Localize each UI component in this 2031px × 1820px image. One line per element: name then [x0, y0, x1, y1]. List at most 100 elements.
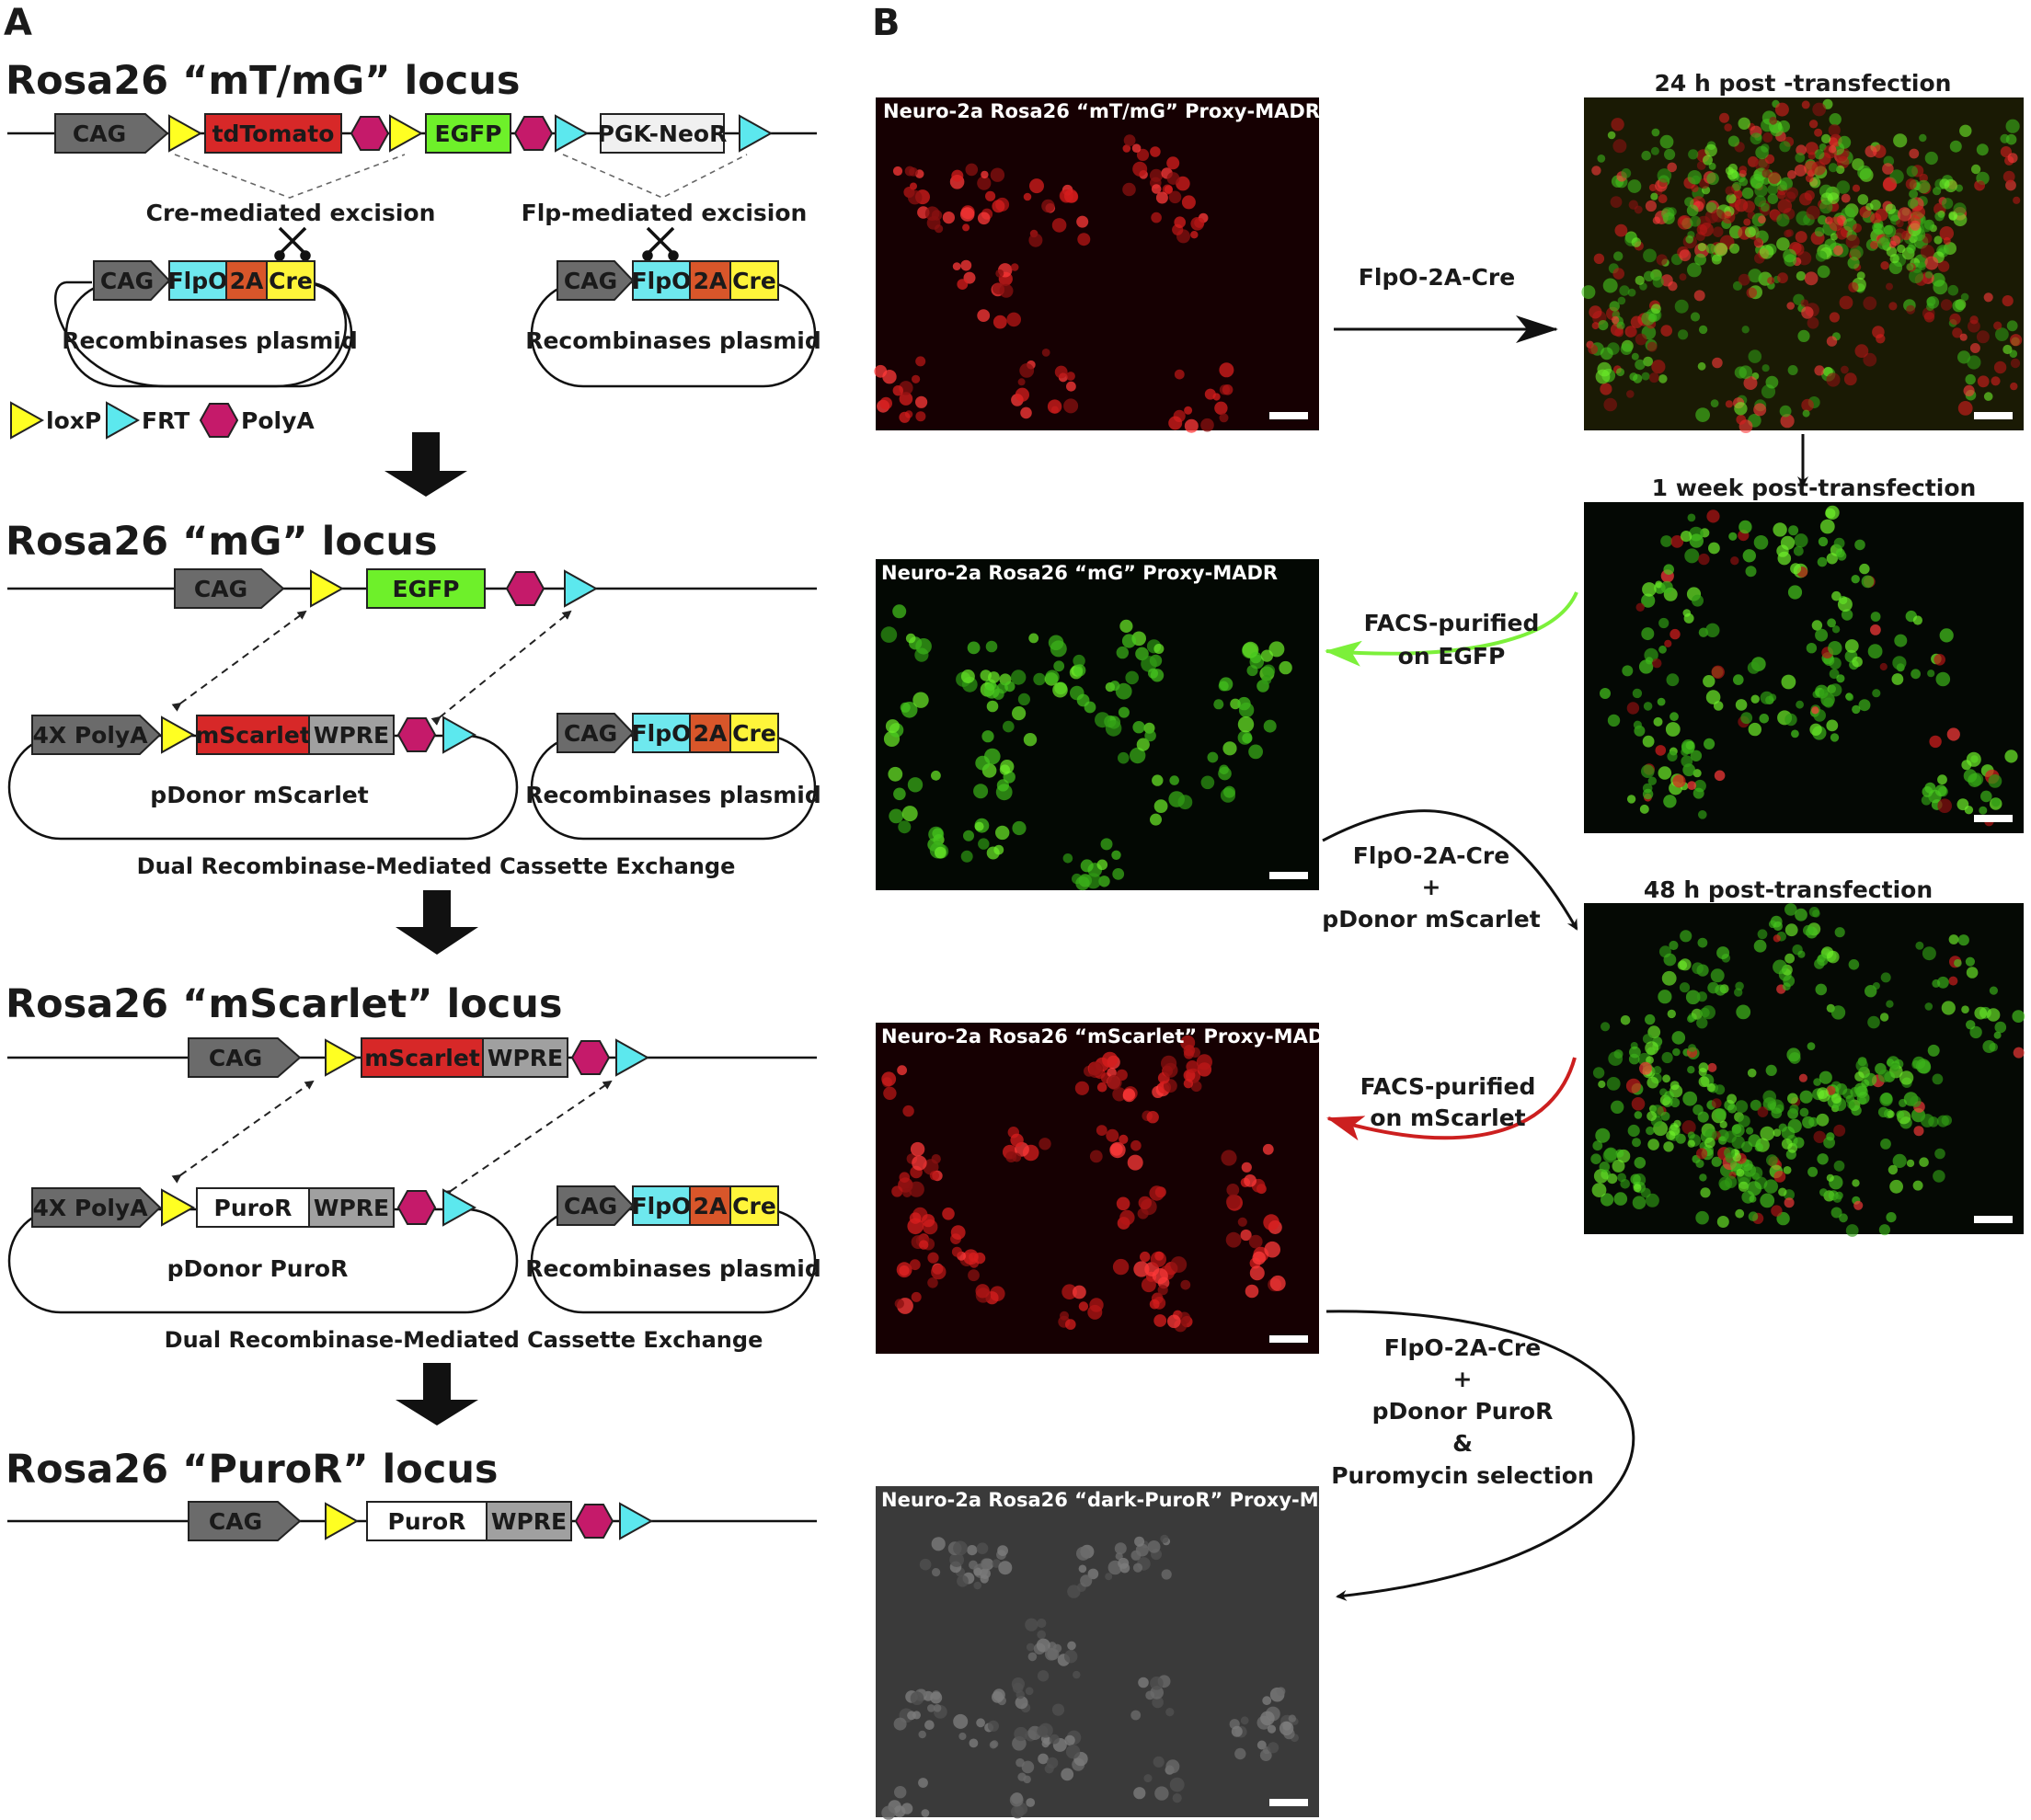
- cell-blob: [1854, 344, 1869, 359]
- cell-blob: [1698, 325, 1708, 335]
- cell-blob: [1743, 218, 1751, 226]
- cell-blob: [1105, 1573, 1113, 1581]
- cell-blob: [1724, 1130, 1737, 1143]
- cell-blob: [1012, 706, 1027, 721]
- down-arrow-icon: [396, 1363, 478, 1425]
- cell-blob: [1830, 1005, 1846, 1020]
- cell-blob: [1025, 1687, 1034, 1696]
- cell-blob: [1706, 172, 1719, 186]
- cell-blob: [1799, 1090, 1813, 1104]
- cell-blob: [908, 1181, 924, 1197]
- cell-blob: [1639, 804, 1649, 814]
- cell-blob: [1727, 1104, 1738, 1114]
- cell-blob: [1633, 720, 1642, 729]
- cell-blob: [1948, 934, 1959, 944]
- cell-blob: [1797, 329, 1810, 342]
- cell-blob: [1045, 1647, 1058, 1661]
- flpo-label: FlpO: [168, 268, 228, 294]
- cell-blob: [1652, 216, 1661, 224]
- puror-box: [366, 1501, 488, 1541]
- cell-blob: [1826, 336, 1838, 347]
- egfp-box: [366, 568, 486, 609]
- plasmid-label: Recombinases plasmid: [525, 327, 821, 354]
- cell-blob: [1581, 285, 1596, 300]
- loxp-site-icon: [161, 1188, 196, 1227]
- tdtomato-label: tdTomato: [212, 120, 335, 147]
- label-1week: 1 week post-transfection: [1652, 475, 1977, 501]
- cell-blob: [1806, 205, 1820, 220]
- cell-blob: [899, 1172, 911, 1183]
- cell-blob: [1263, 719, 1277, 733]
- cell-blob: [1800, 299, 1809, 308]
- polya-icon: [396, 1190, 437, 1225]
- cell-blob: [957, 1574, 969, 1587]
- cell-blob: [1936, 1115, 1949, 1127]
- cell-blob: [1934, 212, 1945, 222]
- cell-blob: [1065, 1745, 1081, 1759]
- polya-icon: [574, 1504, 614, 1539]
- cell-blob: [1716, 946, 1730, 960]
- cell-blob: [1873, 223, 1885, 235]
- cell-blob: [1643, 270, 1655, 281]
- cell-blob: [930, 1691, 943, 1704]
- cag-label: CAG: [194, 576, 247, 602]
- cell-blob: [1979, 806, 1988, 815]
- cell-blob: [993, 315, 1007, 329]
- cell-blob: [1966, 967, 1979, 979]
- cell-blob: [1819, 1070, 1832, 1084]
- cre-box: [729, 260, 779, 301]
- cell-blob: [1603, 397, 1617, 412]
- cell-blob: [1635, 275, 1645, 285]
- cell-blob: [1119, 1134, 1129, 1144]
- cell-blob: [973, 784, 989, 799]
- frt-site-icon: [442, 715, 477, 754]
- cell-blob: [1787, 585, 1803, 600]
- cell-blob: [1252, 1251, 1266, 1265]
- cell-blob: [1784, 953, 1795, 964]
- cell-blob: [1183, 1045, 1196, 1057]
- cell-blob: [1745, 566, 1757, 578]
- scale-bar: [1269, 412, 1308, 419]
- cell-blob: [1779, 141, 1791, 153]
- frt-site-icon: [564, 569, 599, 608]
- cell-blob: [1780, 414, 1795, 429]
- cell-blob: [1836, 674, 1845, 683]
- cell-blob: [1687, 1131, 1695, 1139]
- cell-blob: [1738, 1115, 1750, 1127]
- cell-blob: [1612, 268, 1624, 280]
- cell-blob: [1687, 1014, 1695, 1024]
- cell-blob: [1645, 200, 1657, 212]
- cell-blob: [1812, 102, 1827, 117]
- cell-blob: [1729, 243, 1740, 254]
- cell-blob: [1886, 1212, 1897, 1223]
- step2-arrow: [1322, 809, 1578, 931]
- cag-promoter-puror: [188, 1501, 302, 1541]
- cell-blob: [1067, 1641, 1076, 1651]
- cell-blob: [1708, 542, 1720, 555]
- cell-blob: [1012, 1152, 1022, 1162]
- cell-blob: [1906, 304, 1916, 315]
- cell-blob: [1896, 219, 1904, 228]
- cell-blob: [1612, 1159, 1625, 1173]
- scale-bar: [1269, 872, 1308, 879]
- cell-blob: [1234, 1747, 1246, 1760]
- cell-blob: [1759, 245, 1774, 259]
- cell-blob: [879, 396, 892, 410]
- cell-blob: [1773, 934, 1781, 943]
- cell-blob: [1268, 1742, 1279, 1754]
- cell-blob: [1619, 285, 1630, 296]
- cell-blob: [1681, 1120, 1696, 1135]
- loxp-site-icon: [310, 569, 345, 608]
- cag-promoter-mg: [174, 568, 285, 609]
- cell-blob: [924, 1720, 935, 1730]
- cell-blob: [880, 626, 898, 643]
- cell-blob: [1073, 1285, 1086, 1299]
- plasmid-label: Recombinases plasmid: [62, 327, 358, 354]
- cell-blob: [1225, 1231, 1242, 1248]
- cell-blob: [1801, 398, 1814, 412]
- cell-blob: [995, 269, 1004, 278]
- cell-blob: [1645, 657, 1654, 665]
- step3-line2: +: [1453, 1366, 1473, 1392]
- cell-blob: [1065, 1319, 1076, 1330]
- drmce-caption: Dual Recombinase-Mediated Cassette Excha…: [165, 1327, 763, 1353]
